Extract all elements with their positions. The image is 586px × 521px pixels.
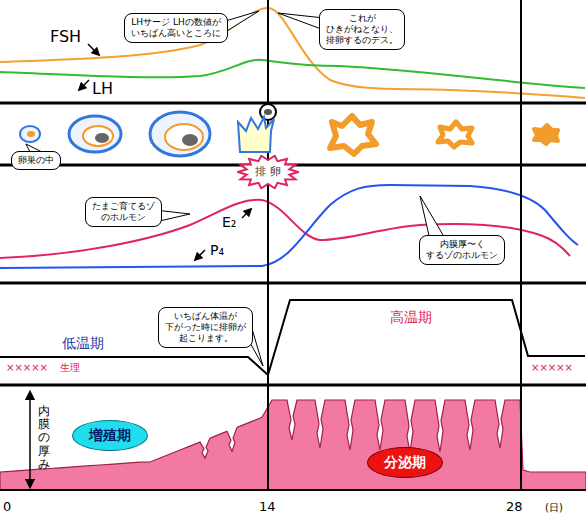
- phase-name: 分泌期: [384, 454, 426, 471]
- phase-label: 高温期: [390, 309, 432, 325]
- callout-bubble: これが ひきがねとなり、 排卵するのデス。: [319, 9, 405, 50]
- callout-bubble: いちばん体温が 下がった時に排卵が 起こります。: [158, 307, 253, 348]
- hormone-name: FSH: [50, 28, 81, 46]
- corpus-luteum: [438, 122, 472, 147]
- day-tick: 14: [259, 500, 276, 515]
- callout-text: これが ひきがねとなり、 排卵するのデス。: [326, 13, 398, 45]
- ovum-icon-core: [264, 109, 272, 115]
- unit-label: (日): [545, 502, 563, 514]
- follicle-core: [182, 134, 198, 146]
- panel-divider: [0, 102, 586, 105]
- callout-tail: [278, 13, 324, 30]
- label-arrow: [242, 209, 251, 218]
- callout-text: 卵巣の中: [18, 155, 54, 166]
- callout-bubble: 内膜厚〜く するゾのホルモン: [419, 235, 505, 265]
- ovulation-burst: 排 卵: [237, 155, 299, 189]
- callout-bubble: たまご育てるゾ のホルモン: [85, 197, 162, 227]
- menstruation-mark: ×××××: [531, 362, 573, 374]
- follicle: [69, 116, 121, 152]
- phase-name: 増殖期: [89, 427, 131, 444]
- label-arrow: [88, 44, 99, 55]
- menstruation-mark: ×××××: [6, 362, 48, 374]
- day-tick: 28: [506, 500, 523, 515]
- panel-divider: [0, 384, 586, 387]
- callout-bubble: LHサージ LHの数値が いちばん高いところに: [124, 13, 228, 43]
- phase-ellipse: 分泌期: [367, 447, 443, 478]
- axis-line: [0, 489, 586, 491]
- callout-tail: [420, 196, 446, 240]
- panel-divider: [0, 282, 586, 285]
- burst-shape: [238, 156, 299, 188]
- label-arrow: [195, 250, 205, 260]
- day-line: [267, 0, 269, 490]
- callout-bubble: 卵巣の中: [11, 151, 61, 170]
- endometrium: [0, 400, 586, 490]
- callout-text: 排 卵: [255, 165, 281, 178]
- axis-label: 内膜の厚み: [38, 405, 50, 471]
- follicle-inner: [83, 126, 113, 146]
- endometrium-group: [0, 400, 586, 490]
- menstruation-label: 生理: [60, 362, 80, 374]
- lh-curve: [0, 60, 585, 88]
- follicle: [20, 126, 40, 142]
- fsh-curve: [0, 8, 585, 98]
- follicle-core: [27, 131, 35, 137]
- phase-ellipse: 増殖期: [72, 420, 148, 451]
- corpus-luteum: [330, 116, 376, 154]
- callout-text: たまご育てるゾ のホルモン: [92, 201, 155, 223]
- day-tick: 0: [3, 500, 11, 515]
- ovum-icon: [260, 104, 276, 120]
- ruptured-follicle: [238, 117, 274, 152]
- follicle-inner: [165, 124, 203, 150]
- callout-text: 内膜厚〜く するゾのホルモン: [426, 239, 498, 261]
- follicle-core: [95, 133, 109, 143]
- day-line: [520, 0, 522, 490]
- hormone-name: P₄: [210, 242, 224, 258]
- progesterone-curve: [0, 185, 578, 268]
- temperature-curve: [0, 300, 585, 375]
- hormone-name: LH: [92, 80, 113, 98]
- callout-text: LHサージ LHの数値が いちばん高いところに: [131, 17, 221, 39]
- callout-text: いちばん体温が 下がった時に排卵が 起こります。: [165, 311, 246, 343]
- phase-label: 低温期: [62, 335, 104, 351]
- thickness-arrow: [29, 395, 31, 484]
- label-arrow: [79, 80, 89, 90]
- corpus-albicans: [534, 125, 558, 144]
- follicle: [150, 112, 210, 156]
- hormone-name: E₂: [222, 214, 236, 230]
